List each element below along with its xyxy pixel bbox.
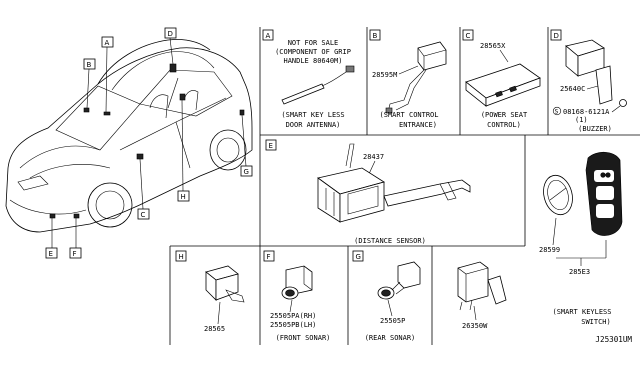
panel-b-caption-1: (SMART CONTROL [379,111,438,119]
panel-g-tag: G [356,253,361,261]
car-callouts: A B C D E F G H [45,27,253,259]
panel-f-tag: F [267,253,271,261]
panel-a-note-2: (COMPONENT OF GRIP [275,48,351,56]
seat-module [205,265,245,303]
panel-g-part: 25505P [380,317,405,325]
panel-key: 28599 285E3 (SMART KEYLESS SWITCH) [539,151,623,326]
panel-a-note-1: NOT FOR SALE [288,39,339,47]
panel-f-part-1: 25505PA(RH) [270,312,316,320]
power-seat-module [465,63,541,107]
panel-d-part: 25640C [560,85,585,93]
panel-misc: 26350W [457,261,507,330]
callout-h: H [181,193,186,201]
front-sonar [281,265,313,300]
callout-f: F [73,250,77,258]
rear-sonar [377,261,421,300]
panel-d-caption: (BUZZER) [578,125,612,133]
key-fob [585,151,623,236]
buzzer [565,39,627,107]
panel-d-tag: D [554,32,559,40]
panel-g-caption: (REAR SONAR) [365,334,416,342]
panel-b: B 28595M (SMART CONTROL ENTRANCE) [369,29,447,129]
panel-f-part-2: 25505PB(LH) [270,321,316,329]
panel-h-part: 28565 [204,325,225,333]
panel-c-tag: C [466,32,471,40]
panel-c-caption-1: (POWER SEAT [481,111,528,119]
panel-d-bolt: 08168-6121A [563,108,610,116]
callout-d: D [168,30,173,38]
callout-a: A [105,39,110,47]
key-caption-2: SWITCH) [581,318,611,326]
panel-e: E 28437 (DISTANCE SENSOR) [265,139,471,245]
panel-e-caption: (DISTANCE SENSOR) [354,237,426,245]
panel-g: G 25505P (REAR SONAR) [352,250,421,342]
panel-c-caption-2: CONTROL) [487,121,521,129]
misc-bracket-part [457,261,507,311]
key-cover [543,174,573,216]
panel-a-tag: A [266,32,271,40]
callout-b: B [87,61,92,69]
panel-f: F 25505PA(RH) 25505PB(LH) (FRONT SONAR) [263,250,331,342]
panel-b-tag: B [373,32,378,40]
panel-e-tag: E [269,142,273,150]
panel-misc-part: 26350W [462,322,488,330]
smart-control-unit [385,41,447,114]
panel-d-bolt-qty: (1) [575,116,588,124]
panel-b-caption-2: ENTRANCE) [399,121,437,129]
panel-h: H 28565 [175,250,245,333]
door-antenna [281,65,355,105]
panel-a-caption-1: (SMART KEY LESS [281,111,344,119]
key-caption-1: (SMART KEYLESS [552,308,611,316]
panel-grid [169,27,640,345]
panel-h-tag: H [179,253,184,261]
panel-c-part: 28565X [480,42,506,50]
distance-sensor [317,143,471,223]
car-illustration [5,39,253,233]
panel-d: D 25640C S 08168-6121A (1) (BUZZER) [550,29,627,133]
panel-a-note-3: HANDLE 80640M) [283,57,342,65]
callout-g: G [244,168,249,176]
panel-c: C 28565X (POWER SEAT CONTROL) [462,29,541,129]
panel-b-part: 28595M [372,71,397,79]
panel-d-bolt-symbol: S [555,109,559,116]
panel-a-caption-2: DOOR ANTENNA) [286,121,341,129]
panel-e-part: 28437 [363,153,384,161]
panel-a: A NOT FOR SALE (COMPONENT OF GRIP HANDLE… [262,29,355,129]
key-cover-part: 28599 [539,246,560,254]
callout-e: E [49,250,53,258]
panel-f-caption: (FRONT SONAR) [276,334,331,342]
key-fob-part: 285E3 [569,268,590,276]
diagram-code: J25301UM [595,335,632,344]
callout-c: C [141,211,146,219]
